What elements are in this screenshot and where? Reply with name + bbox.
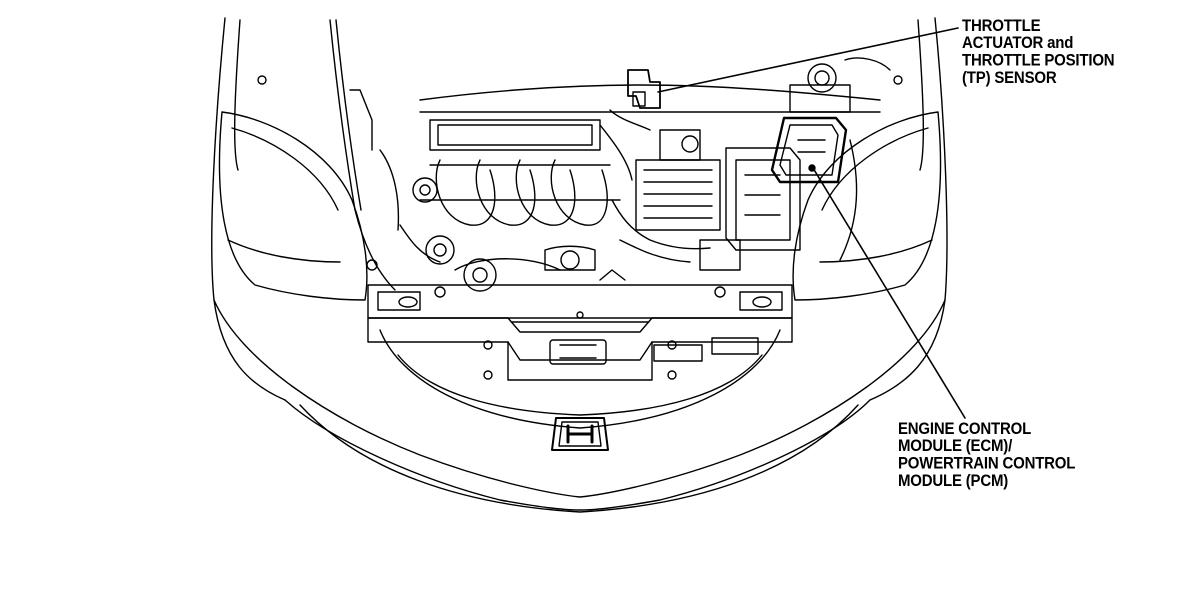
ecm-callout-line-1: ENGINE CONTROL (898, 419, 1032, 439)
ecm-leader-line (812, 167, 966, 419)
right-headlight (792, 111, 942, 301)
throttle-actuator-part (599, 69, 661, 181)
air-cleaner (635, 129, 721, 231)
radiator-support (367, 284, 793, 380)
leader-lines (657, 27, 966, 419)
throttle-callout-line-1: THROTTLE (962, 16, 1041, 36)
upper-grille (367, 317, 793, 381)
body-outline (211, 17, 948, 401)
battery (725, 147, 801, 251)
firewall-and-strut (329, 19, 891, 291)
ecm-pcm-part (770, 116, 848, 184)
ecm-callout-line-4: MODULE (PCM) (898, 471, 1009, 491)
throttle-callout-line-3: THROTTLE POSITION (962, 51, 1115, 70)
front-bumper (213, 299, 946, 513)
ecm-callout-line-2: MODULE (ECM)/ (898, 437, 1013, 456)
throttle-callout-line-2: ACTUATOR and (962, 34, 1074, 53)
intake-manifold (412, 119, 621, 226)
throttle-callout-label: THROTTLE ACTUATOR and THROTTLE POSITION … (962, 16, 1115, 88)
honda-emblem (551, 417, 609, 451)
throttle-callout-line-4: (TP) SENSOR (962, 68, 1057, 88)
throttle-leader-line (657, 27, 959, 93)
ecm-callout-label: ENGINE CONTROL MODULE (ECM)/ POWERTRAIN … (898, 419, 1076, 491)
left-headlight (218, 111, 368, 301)
ecm-callout-line-3: POWERTRAIN CONTROL (898, 454, 1076, 473)
engine-lower-details (257, 75, 903, 292)
